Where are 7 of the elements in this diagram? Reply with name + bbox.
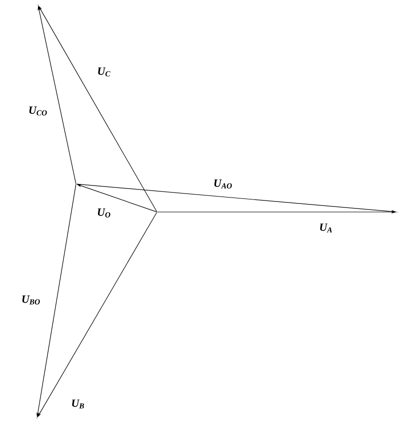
edge-label: U$_{AO}$ [214, 180, 232, 188]
edge-label: U$_{B}$ [72, 400, 84, 408]
edge-label: U$_{O}$ [98, 208, 110, 218]
edge-label: U$_{A}$ [320, 224, 332, 232]
edge-label: U$_{BO}$ [22, 296, 40, 304]
edge-label: U$_{C}$ [98, 68, 110, 76]
edge-label: U$_{CO}$ [29, 106, 47, 116]
